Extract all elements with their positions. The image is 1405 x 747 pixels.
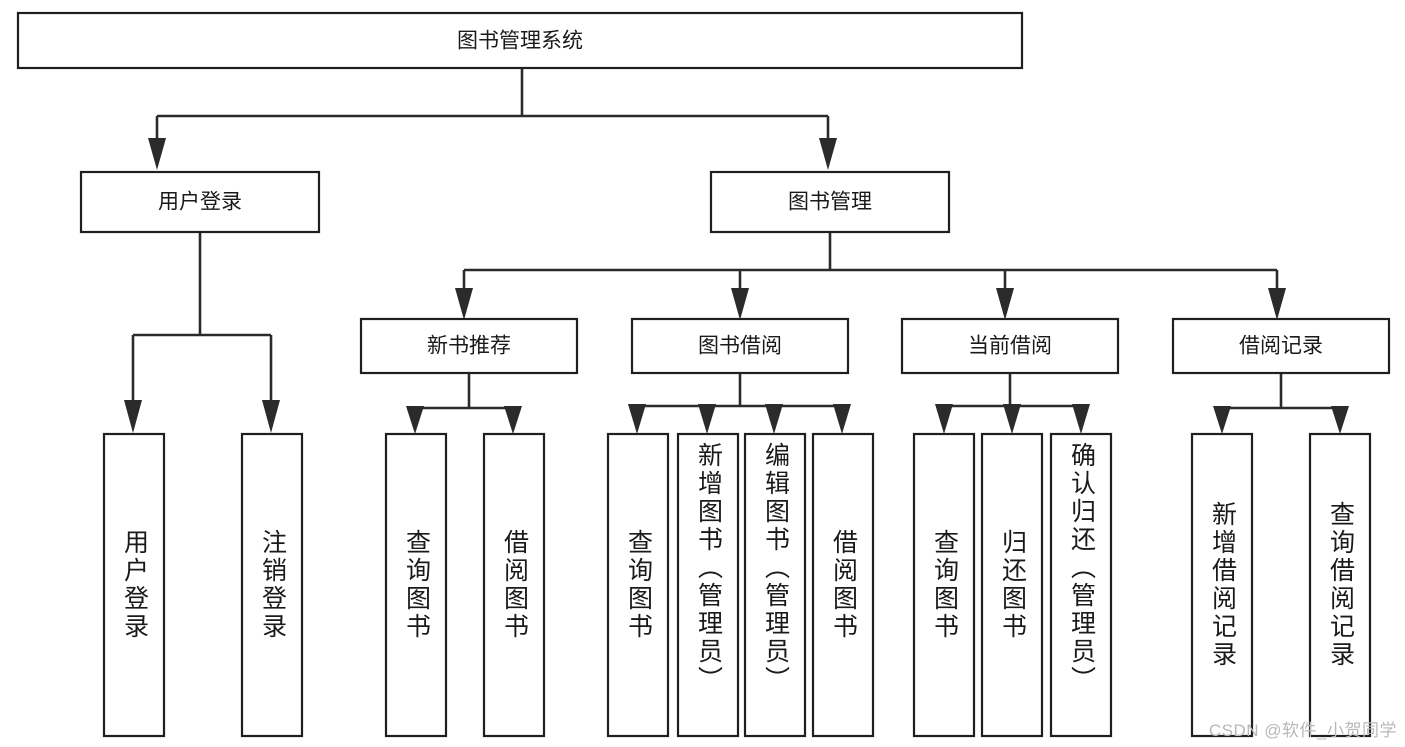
leaf-add-book-box[interactable] [676, 432, 740, 738]
node-borrow-record[interactable]: 借阅记录 [1171, 317, 1391, 375]
csdn-watermark: CSDN @软件_小贺同学 [1208, 721, 1397, 740]
connector-group-book-borrow [628, 373, 851, 434]
node-borrow-record-box[interactable] [1171, 317, 1391, 375]
node-book-manage[interactable]: 图书管理 [709, 170, 951, 234]
leaf-query-book-2-box[interactable] [606, 432, 670, 738]
arrow-head-book-borrow [731, 288, 749, 320]
arrow-head-leaf-borrow-book-2 [833, 404, 851, 434]
arrow-head-leaf-query-book-3 [935, 404, 953, 434]
arrow-head-leaf-add-book [698, 404, 716, 434]
leaf-edit-book-box[interactable] [743, 432, 807, 738]
connector-group-current-borrow [935, 373, 1090, 434]
connector-group-user-login [124, 233, 280, 433]
leaf-return-book-box[interactable] [980, 432, 1044, 738]
node-root-box[interactable] [16, 11, 1024, 70]
node-user-login-box[interactable] [79, 170, 321, 234]
node-root[interactable]: 图书管理系统 [16, 11, 1024, 70]
leaf-borrow-book-2-box[interactable] [811, 432, 875, 738]
arrow-head-leaf-user-logout [262, 400, 280, 433]
node-user-login-label: 用户登录 [158, 191, 242, 214]
node-root-label: 图书管理系统 [457, 30, 583, 53]
leaf-query-book-3-box[interactable] [912, 432, 976, 738]
arrow-head-borrow-record [1268, 288, 1286, 320]
leaf-add-record-box[interactable] [1190, 432, 1254, 738]
leaf-confirm-return-box[interactable] [1049, 432, 1113, 738]
connector-group-borrow-record [1213, 373, 1349, 434]
leaf-borrow-book-1-box[interactable] [482, 432, 546, 738]
arrow-head-current-borrow [996, 288, 1014, 320]
node-book-borrow[interactable]: 图书借阅 [630, 317, 850, 375]
arrow-head-leaf-confirm-return [1072, 404, 1090, 434]
arrow-head-leaf-edit-book [765, 404, 783, 434]
connector-group-book-manage [455, 233, 1286, 320]
arrow-head-user-login [148, 138, 166, 170]
node-current-borrow[interactable]: 当前借阅 [900, 317, 1120, 375]
node-new-book-rec[interactable]: 新书推荐 [359, 317, 579, 375]
leaf-query-record-box[interactable] [1308, 432, 1372, 738]
arrow-head-new-book-rec [455, 288, 473, 320]
node-book-borrow-label: 图书借阅 [698, 335, 782, 358]
arrow-head-leaf-query-book-2 [628, 404, 646, 434]
leaf-boxes [102, 432, 1372, 738]
connector-group-new-book-rec [406, 373, 522, 434]
leaf-user-logout-box[interactable] [240, 432, 304, 738]
arrow-head-book-manage [819, 138, 837, 170]
arrow-head-leaf-query-book-1 [406, 406, 424, 434]
node-book-borrow-box[interactable] [630, 317, 850, 375]
leaf-user-login-box[interactable] [102, 432, 166, 738]
arrow-head-leaf-user-login [124, 400, 142, 433]
node-user-login[interactable]: 用户登录 [79, 170, 321, 234]
connector-group-root [148, 68, 837, 170]
arrow-head-leaf-borrow-book-1 [504, 406, 522, 434]
arrow-head-leaf-return-book [1003, 404, 1021, 434]
node-book-manage-label: 图书管理 [788, 191, 872, 214]
node-borrow-record-label: 借阅记录 [1239, 335, 1323, 358]
node-current-borrow-label: 当前借阅 [968, 335, 1052, 358]
node-current-borrow-box[interactable] [900, 317, 1120, 375]
node-new-book-rec-label: 新书推荐 [427, 335, 511, 358]
arrow-head-leaf-query-record [1331, 406, 1349, 434]
node-book-manage-box[interactable] [709, 170, 951, 234]
node-new-book-rec-box[interactable] [359, 317, 579, 375]
arrow-head-leaf-add-record [1213, 406, 1231, 434]
leaf-query-book-1-box[interactable] [384, 432, 448, 738]
